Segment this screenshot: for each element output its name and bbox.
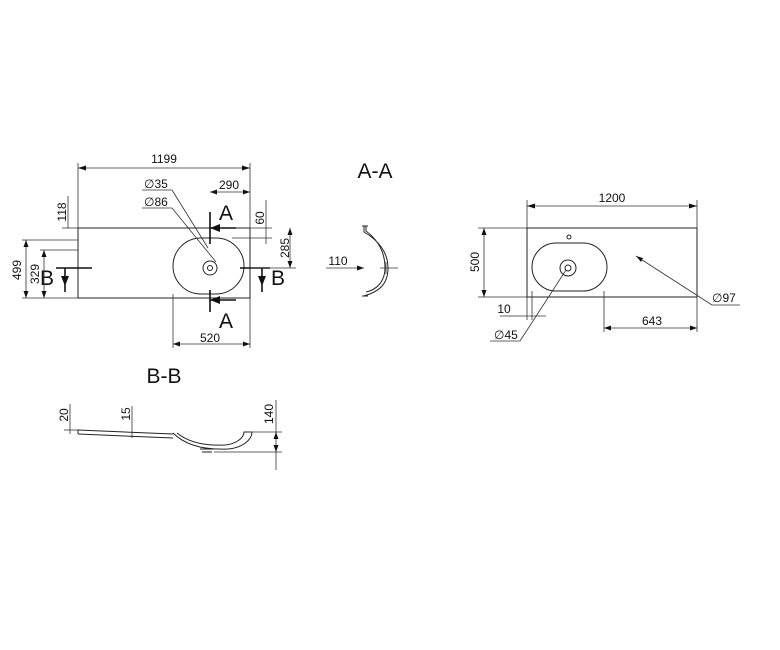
dim-329: 329 [28, 264, 42, 284]
dim-499: 499 [10, 260, 24, 280]
top-view: 1199 290 ∅35 ∅86 A A B B [10, 152, 296, 348]
section-a-bottom-label: A [219, 310, 233, 333]
dim-bb-140: 140 [262, 404, 276, 424]
section-aa-title: A-A [357, 160, 392, 183]
dim-290: 290 [219, 178, 239, 192]
cabinet-outline [526, 227, 698, 298]
section-b-left-label: B [40, 267, 54, 290]
dim-285: 285 [278, 238, 292, 258]
label-hole-97: ∅97 [712, 291, 736, 305]
dim-520: 520 [200, 331, 220, 345]
cabinet-view: 1200 500 10 ∅45 643 ∅97 [468, 191, 740, 342]
dim-500: 500 [468, 252, 482, 272]
cabinet-tap-hole [566, 234, 572, 240]
dim-1200: 1200 [599, 191, 626, 205]
label-drain-hole-86: ∅86 [144, 195, 168, 209]
label-tap-hole-35: ∅35 [144, 177, 168, 191]
dim-bb-15: 15 [119, 407, 133, 421]
dim-110: 110 [328, 254, 347, 268]
top-view-basin [172, 237, 245, 295]
section-bb-title: B-B [146, 365, 181, 388]
section-a-top-label: A [219, 202, 233, 225]
label-hole-45: ∅45 [494, 328, 518, 342]
cabinet-drain-outer [559, 259, 577, 277]
cabinet-drain-inner [564, 264, 572, 272]
dim-118: 118 [55, 202, 69, 221]
section-bb-view: B-B 20 15 140 [57, 365, 282, 470]
drain-outer-circle [202, 260, 218, 276]
dim-width-1199: 1199 [151, 152, 177, 166]
section-aa-view: A-A 110 [326, 160, 398, 297]
section-b-right-label: B [271, 267, 285, 290]
dim-60: 60 [253, 211, 267, 225]
drain-inner-circle [207, 265, 213, 271]
dim-643: 643 [642, 314, 662, 328]
dim-bb-20: 20 [57, 408, 71, 422]
top-view-outline [77, 227, 251, 299]
section-bb-bowl [172, 431, 253, 450]
cabinet-basin [531, 242, 608, 292]
dim-10: 10 [497, 302, 511, 316]
section-aa-profile [363, 226, 389, 297]
